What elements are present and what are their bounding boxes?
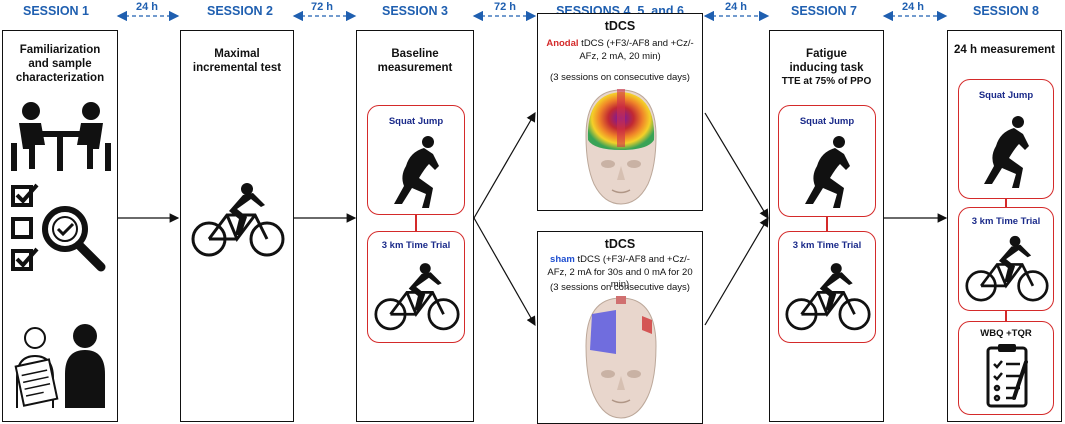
time-trial-card: 3 km Time Trial: [367, 231, 465, 343]
anodal-title: tDCS: [604, 19, 636, 33]
sham-keyword: sham: [550, 254, 575, 265]
questionnaire-card: WBQ +TQR: [958, 321, 1054, 415]
anodal-protocol: Anodal tDCS (+F3/-AF8 and +Cz/-AFz, 2 mA…: [538, 38, 702, 63]
flow-arrow: [704, 216, 769, 326]
session-3-title: SESSION 3: [382, 4, 448, 18]
session-1-title: SESSION 1: [23, 4, 89, 18]
sham-protocol-text: tDCS (+F3/-AF8 and +Cz/-AFz, 2 mA for 30…: [547, 254, 693, 290]
time-trial-label: 3 km Time Trial: [971, 216, 1041, 227]
squat-jump-card: Squat Jump: [958, 79, 1054, 199]
time-trial-card: 3 km Time Trial: [958, 207, 1054, 311]
squat-jump-icon: [805, 136, 850, 208]
session-3-text: Baseline measurement: [377, 48, 453, 74]
squat-jump-icon: [984, 116, 1029, 188]
sham-note: (3 sessions on consecutive days): [550, 282, 690, 293]
time-trial-card: 3 km Time Trial: [778, 231, 876, 343]
session-8-box: 24 h measurement Squat Jump 3 km Time Tr…: [947, 30, 1062, 422]
squat-jump-card: Squat Jump: [778, 105, 876, 217]
session-2-box: Maximal incremental test: [180, 30, 294, 422]
session-7-title: SESSION 7: [791, 4, 857, 18]
gap-label: 72 h: [493, 1, 516, 13]
card-connector: [415, 215, 417, 231]
sham-title: tDCS: [604, 237, 636, 251]
squat-jump-card: Squat Jump: [367, 105, 465, 215]
sham-tdcs-box: tDCS sham tDCS (+F3/-AF8 and +Cz/-AFz, 2…: [537, 231, 703, 424]
cyclist-icon: [965, 235, 1049, 302]
squat-jump-icon: [394, 136, 439, 208]
flow-arrow: [473, 111, 536, 219]
gap-label: 72 h: [310, 1, 333, 13]
session-1-box: Familiarization and sample characterizat…: [2, 30, 118, 422]
card-connector: [826, 217, 828, 231]
gap-label: 24 h: [135, 1, 158, 13]
time-trial-label: 3 km Time Trial: [792, 240, 862, 251]
session-3-box: Baseline measurement Squat Jump 3 km Tim…: [356, 30, 474, 422]
session-8-title: SESSION 8: [973, 4, 1039, 18]
consent-form-icon: [14, 324, 105, 408]
session-2-text: Maximal incremental test: [192, 48, 282, 74]
squat-jump-label: Squat Jump: [799, 116, 855, 127]
session-1-text: Familiarization and sample characterizat…: [15, 44, 105, 84]
session-2-title: SESSION 2: [207, 4, 273, 18]
flow-arrow: [704, 112, 769, 220]
questionnaire-label: WBQ +TQR: [980, 328, 1032, 339]
session-8-text: 24 h measurement: [954, 44, 1055, 56]
anodal-protocol-text: tDCS (+F3/-AF8 and +Cz/-AFz, 2 mA, 20 mi…: [578, 38, 694, 62]
person-icon: [65, 324, 105, 408]
card-connector: [1005, 199, 1007, 207]
meeting-icon: [11, 102, 111, 171]
brain-sham-icon: [585, 296, 657, 419]
flow-arrow: [473, 217, 536, 327]
gap-label: 24 h: [901, 1, 924, 13]
questionnaire-icon: [986, 344, 1028, 408]
anodal-note: (3 sessions on consecutive days): [550, 72, 690, 83]
card-connector: [1005, 311, 1007, 321]
session-7-text: Fatigue inducing task: [789, 48, 864, 74]
sham-protocol: sham tDCS (+F3/-AF8 and +Cz/-AFz, 2 mA f…: [538, 254, 702, 292]
session-7-box: Fatigue inducing task TTE at 75% of PPO …: [769, 30, 884, 422]
squat-jump-label: Squat Jump: [978, 90, 1034, 101]
anodal-keyword: Anodal: [546, 38, 579, 49]
time-trial-label: 3 km Time Trial: [381, 240, 451, 251]
cyclist-icon: [191, 183, 285, 257]
cyclist-icon: [374, 263, 460, 331]
checklist-icon: [11, 183, 106, 272]
gap-label: 24 h: [724, 1, 747, 13]
anodal-tdcs-box: tDCS Anodal tDCS (+F3/-AF8 and +Cz/-AFz,…: [537, 13, 703, 211]
brain-anodal-icon: [585, 89, 657, 205]
magnifier-icon: [42, 206, 106, 272]
session-7-subtext: TTE at 75% of PPO: [781, 76, 872, 87]
cyclist-icon: [785, 263, 871, 331]
squat-jump-label: Squat Jump: [388, 116, 444, 127]
